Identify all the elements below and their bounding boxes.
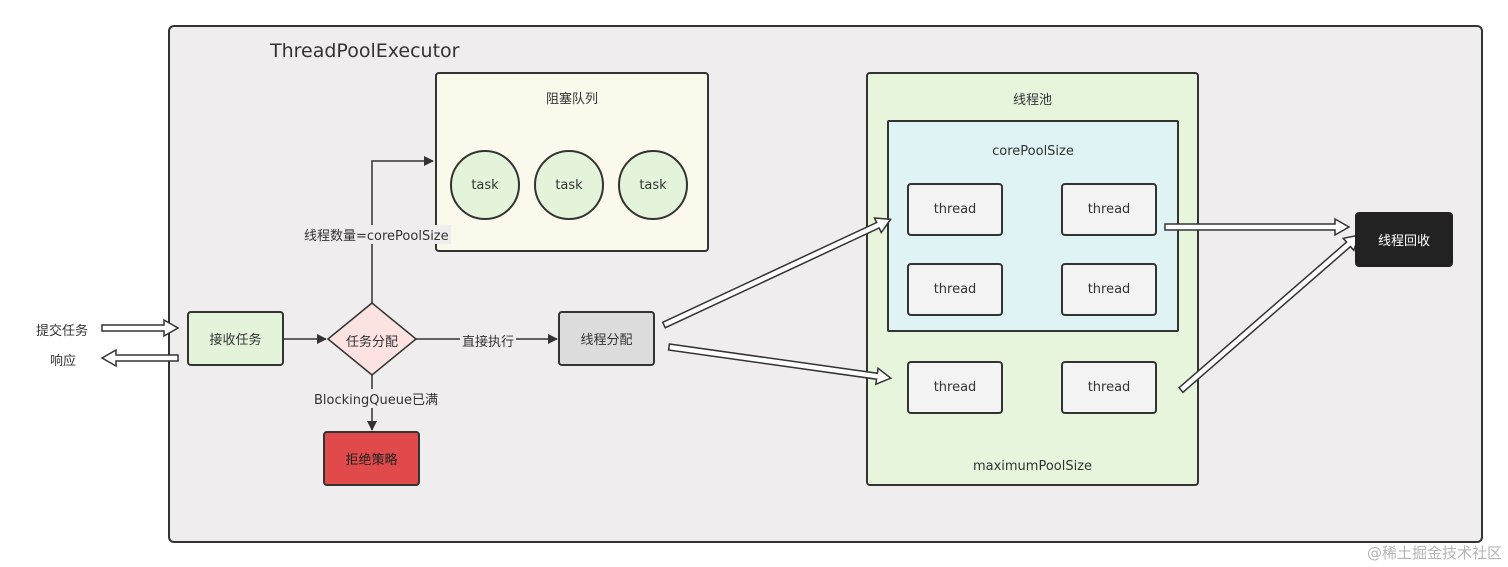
thread-pool-title: 线程池 — [1012, 93, 1052, 108]
queue-task: task — [534, 150, 604, 220]
queue-task: task — [450, 150, 520, 220]
executor-title: ThreadPoolExecutor — [270, 40, 460, 62]
submit-arrow — [101, 318, 180, 338]
thread-assign-node: 线程分配 — [558, 311, 655, 366]
queue-title: 阻塞队列 — [545, 92, 598, 107]
edge-label-direct: 直接执行 — [460, 331, 517, 350]
core-thread: thread — [907, 183, 1003, 236]
response-arrow — [100, 348, 179, 368]
dispatch-diamond — [326, 302, 418, 376]
core-thread: thread — [1061, 183, 1157, 236]
assign-to-extra-arrow — [667, 343, 893, 386]
queue-task: task — [618, 150, 688, 220]
extra-to-recycle-arrow — [1177, 234, 1361, 394]
core-thread: thread — [1061, 263, 1157, 316]
core-to-recycle-arrow — [1164, 217, 1351, 237]
thread-recycle-node: 线程回收 — [1355, 212, 1453, 267]
max-pool-title: maximumPoolSize — [972, 459, 1093, 474]
response-label: 响应 — [50, 354, 77, 369]
edge-dispatch-queue — [371, 156, 434, 303]
assign-to-core-arrow — [661, 217, 892, 329]
extra-thread: thread — [907, 361, 1003, 414]
dispatch-node-label: 任务分配 — [345, 335, 398, 350]
submit-task-label: 提交任务 — [36, 324, 89, 339]
receive-task-node: 接收任务 — [187, 311, 284, 366]
core-pool-title: corePoolSize — [992, 144, 1074, 159]
reject-policy-node: 拒绝策略 — [323, 431, 420, 486]
edge-label-to-queue: 线程数量=corePoolSize — [302, 225, 451, 244]
watermark: @稀土掘金技术社区 — [1366, 544, 1502, 562]
edge-label-queue-full: BlockingQueue已满 — [312, 389, 440, 408]
core-thread: thread — [907, 263, 1003, 316]
extra-thread: thread — [1061, 361, 1157, 414]
